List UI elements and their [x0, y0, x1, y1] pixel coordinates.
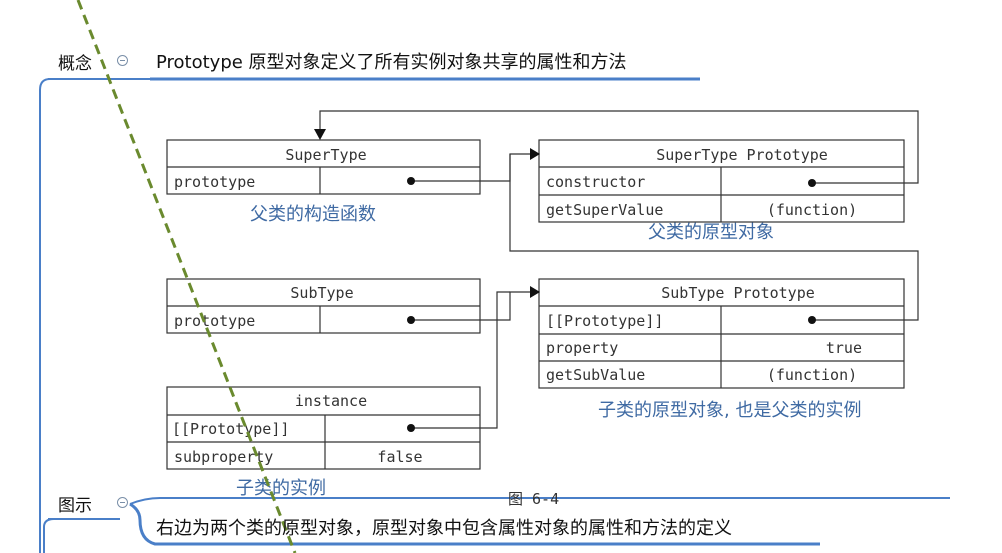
- diagram-markers: [314, 129, 816, 432]
- property-key: property: [546, 339, 618, 357]
- get-super-value-key: getSuperValue: [546, 201, 663, 219]
- instance-prototype-key: [[Prototype]]: [172, 420, 289, 438]
- pointer-instance-prototype: [411, 291, 510, 429]
- subtype-prototype-header: SubType Prototype: [661, 284, 815, 302]
- prototype-chain-diagram: [166, 110, 919, 470]
- pointer-dot-icon: [407, 316, 415, 324]
- arrowhead-icon: [530, 148, 540, 160]
- get-super-value-val: (function): [767, 201, 857, 219]
- constructor-key: constructor: [546, 173, 645, 191]
- pointer-subproto-to-superproto: [509, 154, 919, 321]
- pointer-dot-icon: [808, 179, 816, 187]
- concept-label[interactable]: 概念: [58, 54, 92, 74]
- pointer-dot-icon: [407, 177, 415, 185]
- arrowhead-icon: [314, 129, 326, 140]
- get-sub-value-key: getSubValue: [546, 366, 645, 384]
- arrowhead-icon: [530, 286, 540, 298]
- collapse-icon[interactable]: [117, 55, 128, 66]
- get-sub-value-val: (function): [767, 366, 857, 384]
- diagram-text: SuperType prototype 父类的构造函数 SuperType Pr…: [172, 146, 862, 508]
- pointer-dot-icon: [808, 316, 816, 324]
- supertype-caption: 父类的构造函数: [250, 204, 376, 225]
- property-val: true: [826, 339, 862, 357]
- instance-header: instance: [295, 392, 367, 410]
- instance-caption: 子类的实例: [236, 478, 326, 499]
- subproperty-key: subproperty: [174, 448, 273, 466]
- subtype-header: SubType: [290, 284, 353, 302]
- supertype-header: SuperType: [285, 146, 366, 164]
- subtype-prototype-caption: 子类的原型对象, 也是父类的实例: [598, 400, 861, 421]
- illustration-topic[interactable]: 右边为两个类的原型对象，原型对象中包含属性对象的属性和方法的定义: [156, 518, 732, 539]
- illustration-label[interactable]: 图示: [58, 496, 92, 516]
- pointer-subtype-prototype: [411, 291, 530, 321]
- dashed-relation-line: [76, 0, 297, 553]
- figure-caption: 图 6-4: [508, 490, 559, 508]
- branch-line-illustration: [43, 518, 110, 553]
- pointer-constructor: [319, 110, 919, 184]
- collapse-icon[interactable]: [117, 497, 128, 508]
- concept-topic[interactable]: Prototype 原型对象定义了所有实例对象共享的属性和方法: [156, 52, 627, 73]
- supertype-prototype-key: prototype: [174, 173, 255, 191]
- branch-line-concept: [39, 78, 150, 553]
- supertype-prototype-caption: 父类的原型对象: [648, 222, 774, 243]
- subtype-prototype-key: prototype: [174, 312, 255, 330]
- subproperty-val: false: [377, 448, 422, 466]
- supertype-prototype-header: SuperType Prototype: [656, 146, 828, 164]
- subproto-prototype-key: [[Prototype]]: [546, 312, 663, 330]
- illustration-bracket-top: [129, 497, 950, 505]
- illustration-underline: [129, 502, 820, 546]
- pointer-dot-icon: [407, 424, 415, 432]
